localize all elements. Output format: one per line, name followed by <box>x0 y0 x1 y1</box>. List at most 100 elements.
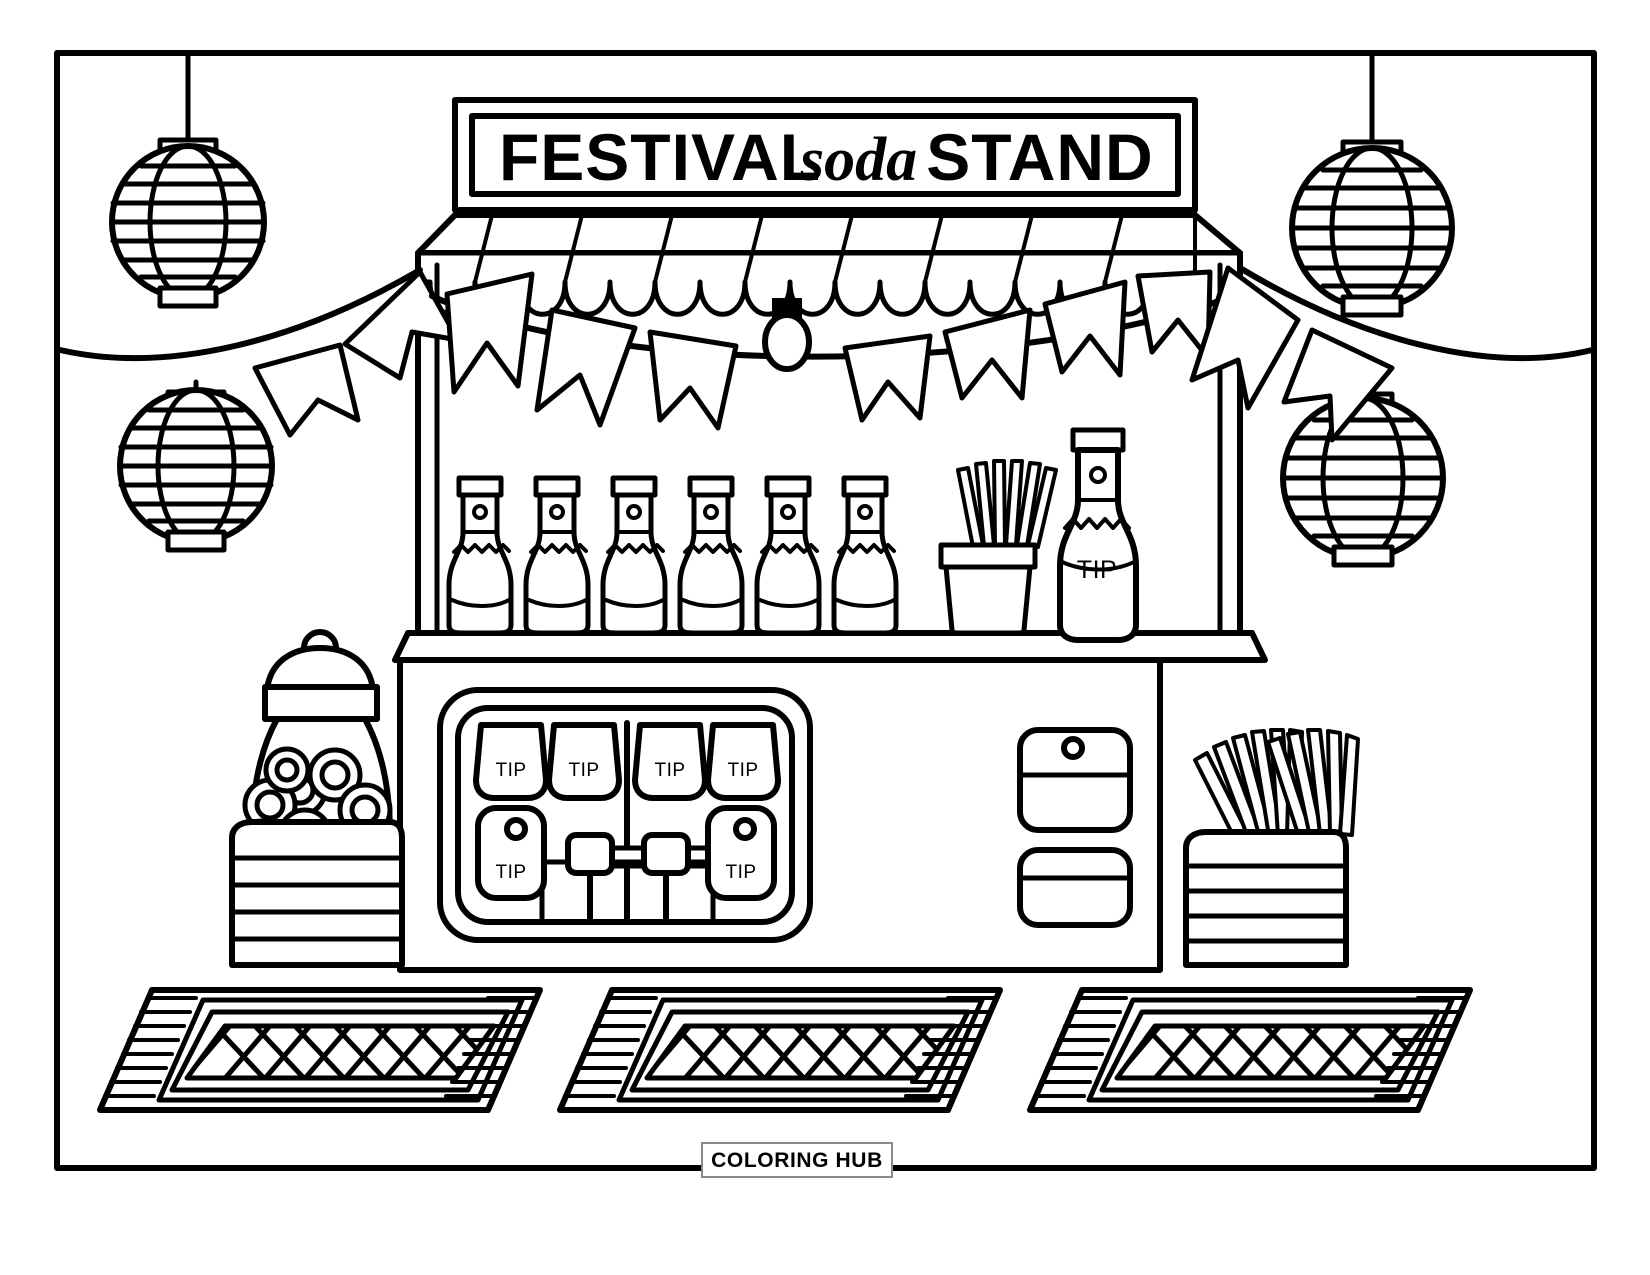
tip-bottle-dot <box>1089 466 1107 484</box>
bunting-flag <box>534 307 638 428</box>
sign-text-festival: FESTIVAL <box>499 120 821 194</box>
bottle-cap <box>841 475 889 498</box>
rug-border-1 <box>1086 997 1455 1103</box>
rug-border-2 <box>169 1009 511 1093</box>
bunting-flag <box>342 269 461 381</box>
lantern-cap-bottom <box>157 285 219 309</box>
cabinet-knob[interactable] <box>1061 736 1085 760</box>
watermark-box <box>701 1142 893 1178</box>
candy-crate <box>229 819 405 968</box>
rug-border-1 <box>156 997 525 1103</box>
tip-tag-label: TIP <box>495 760 526 781</box>
dispenser-lever[interactable] <box>565 832 615 876</box>
soda-bottle <box>523 475 591 636</box>
bottle-cap <box>533 475 581 498</box>
lantern-mid-right <box>1280 391 1446 568</box>
rug-border-2 <box>1099 1009 1441 1093</box>
tip-tag-label: TIP <box>495 862 526 883</box>
tip-tag[interactable] <box>473 722 549 801</box>
tip-bottle-zigzag <box>1063 517 1131 530</box>
bottle-dot <box>703 504 719 520</box>
soda-bottle <box>600 475 668 636</box>
rug-fringe-left <box>103 996 198 1098</box>
lantern-ribs <box>1280 417 1446 539</box>
cabinet-drawer-bottom[interactable] <box>1017 847 1133 928</box>
candy-jar <box>229 629 405 968</box>
bottle-base-curve <box>527 598 588 608</box>
counter-edge <box>392 630 1268 663</box>
bottle-base-curve <box>758 598 819 608</box>
tip-bottle-shoulder-curve <box>1060 560 1136 572</box>
rug-left <box>97 987 543 1113</box>
tip-tag[interactable] <box>632 722 708 801</box>
soda-bottle <box>831 475 899 636</box>
watermark-label: COLORING HUB <box>711 1149 883 1172</box>
bulb-glass <box>762 312 812 372</box>
bottle-body <box>831 492 899 636</box>
rug-fringe-right <box>904 996 998 1098</box>
watermark: COLORING HUB <box>701 1142 893 1178</box>
bunting-flag <box>1281 327 1395 443</box>
sign-inner-frame <box>469 113 1181 197</box>
cabinet <box>1017 727 1133 928</box>
bottle-base-curve <box>835 598 896 608</box>
soda-bottle <box>677 475 745 636</box>
rug-border-1 <box>616 997 985 1103</box>
counter-shelf <box>392 630 1268 663</box>
sign-text-stand: STAND <box>926 120 1153 194</box>
rug-center <box>557 987 1003 1113</box>
tip-tag-label: TIP <box>568 760 599 781</box>
bottle-zigzag <box>760 543 819 554</box>
bunting-flag <box>647 329 739 431</box>
straw-cup <box>938 459 1058 636</box>
lantern-cap-bottom <box>1331 544 1395 568</box>
jar-lid-band <box>262 684 380 722</box>
tip-bottle-body <box>1057 447 1139 643</box>
lantern-cap-bottom <box>1340 294 1404 318</box>
bottle-row <box>446 475 899 636</box>
straws-in-cup <box>956 459 1058 549</box>
bottle-base-curve <box>450 598 511 608</box>
bottle-base-curve <box>604 598 665 608</box>
dispenser-panel: TIP TIP TIP TIP TIP TIP <box>437 687 813 943</box>
bunting-flag <box>842 333 933 423</box>
bottle-body <box>754 492 822 636</box>
tip-tag-label: TIP <box>727 760 758 781</box>
lantern-ribs <box>117 407 275 524</box>
dispenser-lever[interactable] <box>641 832 691 876</box>
bunting-flag <box>942 307 1033 401</box>
bunting-flag <box>444 271 535 395</box>
cabinet-drawer-top[interactable] <box>1017 727 1133 833</box>
bunting-string-right <box>1237 265 1595 361</box>
straw-basket <box>1183 728 1360 968</box>
bottle-body <box>600 492 668 636</box>
bottle-zigzag <box>683 543 742 554</box>
rug-right <box>1027 987 1473 1113</box>
tip-tag-hole <box>733 817 757 841</box>
jar-lid-dome <box>264 645 376 693</box>
sign-text-soda: soda <box>799 126 917 194</box>
bottle-body <box>523 492 591 636</box>
bottle-dot <box>549 504 565 520</box>
bottle-zigzag <box>452 543 511 554</box>
bottle-dot <box>626 504 642 520</box>
rug-fringe-left <box>1033 996 1128 1098</box>
straw-bundle-right <box>1266 728 1360 842</box>
bottle-base-curve <box>681 598 742 608</box>
tip-tag[interactable] <box>705 722 781 801</box>
rug-fringe-left <box>563 996 658 1098</box>
basket-body <box>1183 829 1349 968</box>
tip-tag-hole <box>504 817 528 841</box>
bottle-cap <box>764 475 812 498</box>
tip-tag[interactable] <box>546 722 622 801</box>
bottle-cap <box>687 475 735 498</box>
cup-body <box>943 564 1033 636</box>
bunting-string-left <box>57 267 423 361</box>
rug-border-2 <box>629 1009 971 1093</box>
tip-tag-hanging[interactable] <box>705 805 777 901</box>
bottle-body <box>677 492 745 636</box>
stand-sign: FESTIVAL soda STAND <box>452 97 1198 213</box>
tip-tag-label: TIP <box>654 760 685 781</box>
bunting <box>57 265 1595 443</box>
